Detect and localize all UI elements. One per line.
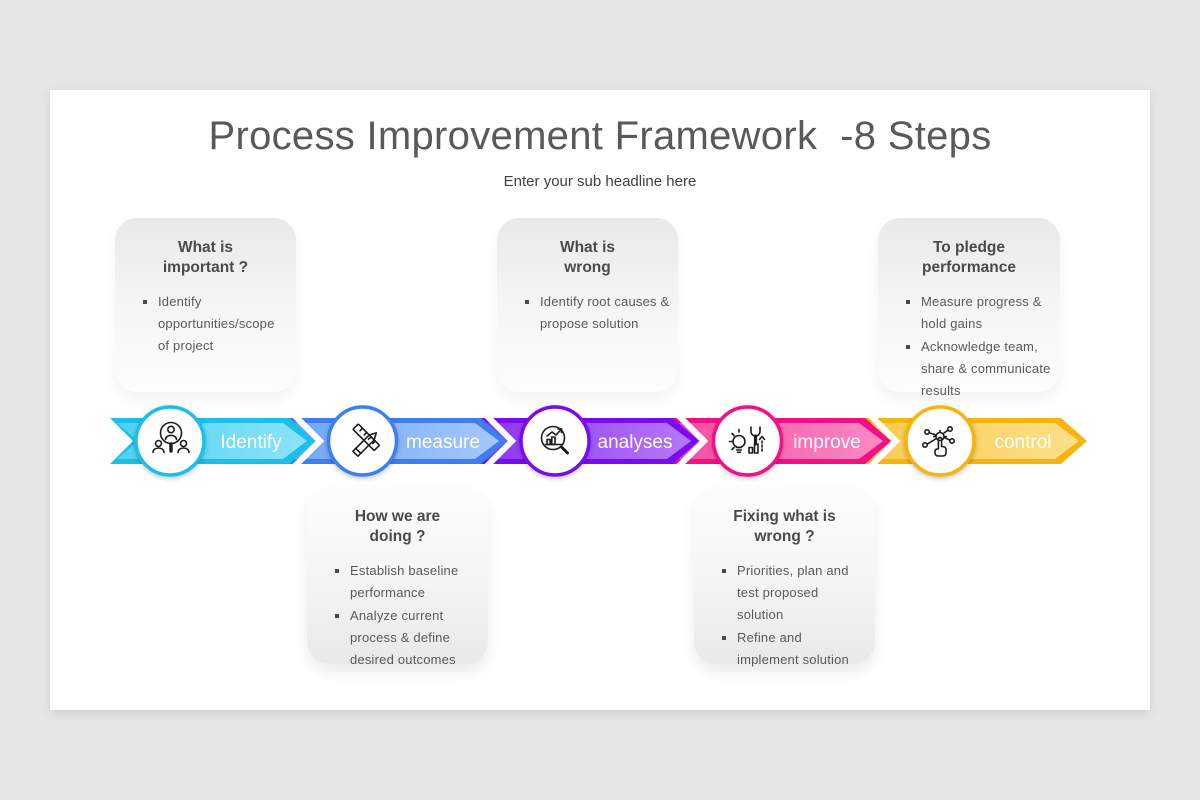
card-what-is-important: What is important ? Identify opportuniti… (115, 218, 296, 392)
card-heading-line: How we are (354, 508, 441, 525)
step-circle (134, 405, 206, 477)
step-label: control (994, 432, 1051, 453)
card-heading-line: doing ? (369, 527, 426, 545)
page-title: Process Improvement Framework -8 Steps (208, 114, 992, 158)
bullet-item: Acknowledge team, share & communicate re… (905, 336, 1052, 402)
card-heading: How we are doing ? (307, 507, 488, 547)
card-heading-line: wrong ? (754, 527, 815, 545)
step-badge-identify (134, 405, 206, 477)
bullet-item: Priorities, plan and test proposed solut… (721, 560, 867, 626)
card-heading: What is wrong (497, 238, 678, 278)
pencil-ruler-icon (352, 423, 380, 458)
card-heading-line: wrong (564, 258, 611, 276)
card-heading-line: What is (177, 239, 234, 256)
bullet-list: Identify root causes & propose solution (524, 291, 670, 335)
bullet-item: Identify opportunities/scope of project (142, 291, 288, 357)
bullet-list: Establish baseline performance Analyze c… (334, 560, 480, 671)
step-label: analyses (598, 432, 673, 453)
step-label: Identify (220, 432, 282, 453)
card-fixing-what-is-wrong: Fixing what is wrong ? Priorities, plan … (694, 487, 875, 667)
segment-divider (483, 412, 517, 470)
card-heading: To pledge performance (878, 238, 1060, 278)
bullet-item: Measure progress & hold gains (905, 291, 1052, 335)
card-heading-line: important ? (162, 258, 249, 276)
card-heading: Fixing what is wrong ? (694, 507, 875, 547)
chart-magnifier-icon (540, 425, 569, 455)
segment-divider (291, 412, 325, 470)
card-heading-line: What is (559, 239, 616, 256)
segment-divider (675, 412, 709, 470)
step-label: improve (793, 432, 861, 453)
bullet-list: Priorities, plan and test proposed solut… (721, 560, 867, 671)
card-to-pledge-performance: To pledge performance Measure progress &… (878, 218, 1060, 398)
bullet-item: Analyze current process & define desired… (334, 605, 480, 671)
page-subtitle: Enter your sub headline here (503, 173, 697, 190)
card-how-we-are-doing: How we are doing ? Establish baseline pe… (307, 487, 488, 667)
step-badge-measure (326, 405, 399, 477)
bullet-item: Identify root causes & propose solution (524, 291, 670, 335)
people-search-icon (152, 421, 190, 454)
bullet-list: Measure progress & hold gains Acknowledg… (905, 291, 1052, 402)
card-heading: What is important ? (115, 238, 296, 278)
card-heading-line: performance (922, 258, 1016, 276)
segment-divider (867, 412, 901, 470)
step-circle (711, 405, 784, 477)
card-heading-line: To pledge (932, 239, 1006, 256)
step-label: measure (406, 432, 480, 453)
card-heading-line: Fixing what is (733, 508, 836, 525)
process-flow: control improve analyses measure Ide (110, 405, 1087, 477)
bulb-wrench-icon (728, 426, 766, 454)
step-badge-control (904, 405, 976, 477)
step-badge-analyses (519, 405, 591, 477)
slide: Process Improvement Framework -8 Steps E… (50, 90, 1150, 710)
hand-network-icon (921, 426, 956, 457)
bullet-list: Identify opportunities/scope of project (142, 291, 288, 357)
card-what-is-wrong: What is wrong Identify root causes & pro… (497, 218, 678, 392)
bullet-item: Refine and implement solution (721, 627, 867, 671)
bullet-item: Establish baseline performance (334, 560, 480, 604)
step-badge-improve (711, 405, 784, 477)
